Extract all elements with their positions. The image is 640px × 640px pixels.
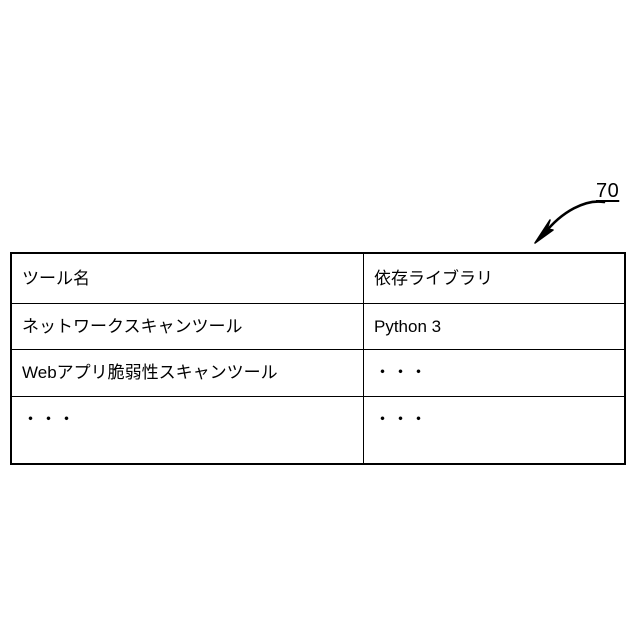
table-header-row: ツール名 依存ライブラリ [11, 253, 625, 304]
tool-dependency-table: ツール名 依存ライブラリ ネットワークスキャンツール Python 3 Webア… [10, 252, 626, 465]
reference-numeral-70: 70 [596, 180, 620, 202]
cell-dependency: ・・・ [363, 349, 625, 397]
cell-tool-name: Webアプリ脆弱性スキャンツール [11, 349, 364, 397]
cell-dependency: Python 3 [363, 303, 625, 350]
column-header-dependency: 依存ライブラリ [363, 253, 625, 304]
table-row: ネットワークスキャンツール Python 3 [11, 303, 625, 350]
cell-dependency: ・・・ [363, 396, 625, 464]
cell-tool-name: ・・・ [11, 396, 364, 464]
column-header-tool-name: ツール名 [11, 253, 364, 304]
table-row: Webアプリ脆弱性スキャンツール ・・・ [11, 349, 625, 397]
cell-tool-name: ネットワークスキャンツール [11, 303, 364, 350]
table-row: ・・・ ・・・ [11, 396, 625, 464]
